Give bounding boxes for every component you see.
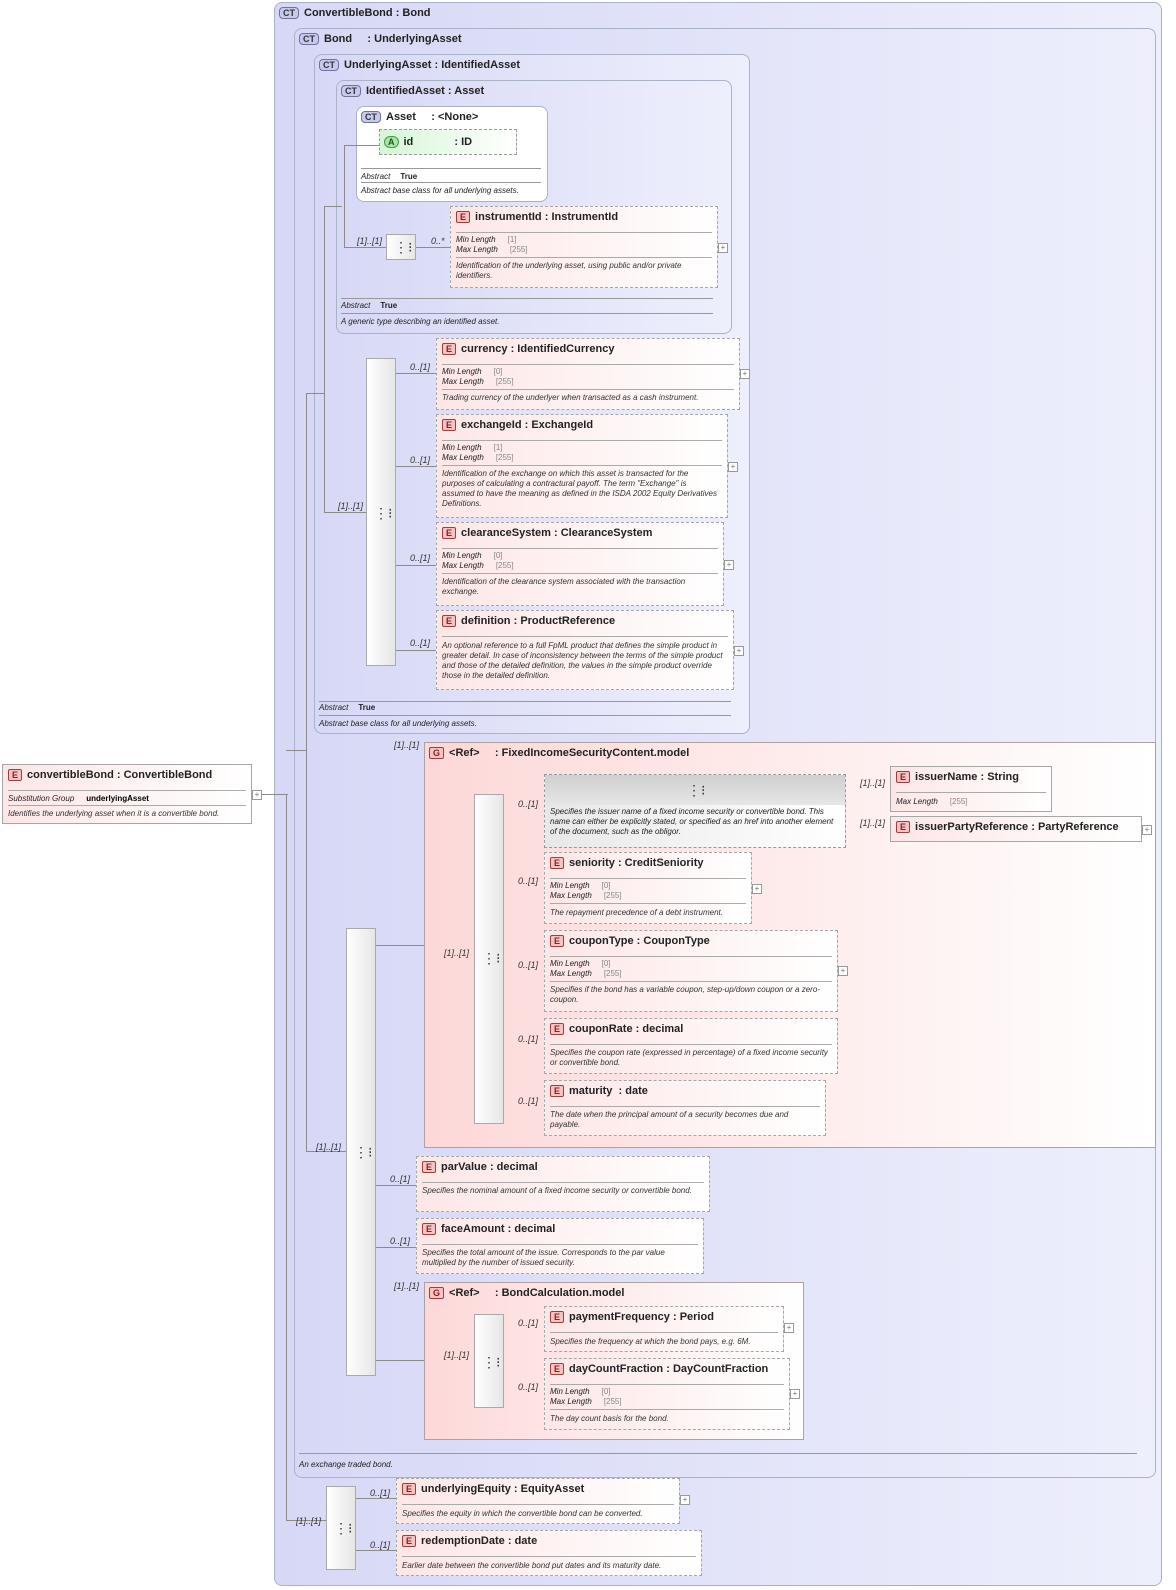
ct-base: IdentifiedAsset [441, 59, 521, 71]
expand-toggle[interactable]: + [252, 790, 262, 800]
sequence-fixed-income[interactable]: ⋮⁝ [474, 794, 504, 1124]
element-icon: E [550, 935, 565, 948]
expand-toggle[interactable]: + [752, 884, 762, 894]
sequence-icon: ⋮⁝ [482, 1354, 501, 1370]
ct-name: Bond [324, 33, 353, 45]
expand-toggle[interactable]: + [1142, 825, 1152, 835]
sequence-underlying[interactable]: ⋮⁝ [366, 358, 396, 666]
ct-base: Bond [402, 7, 431, 19]
sequence-icon: ⋮⁝ [394, 239, 413, 255]
ct-name: IdentifiedAsset [366, 85, 445, 97]
ct-doc: An exchange traded bond. [299, 1460, 393, 1469]
ct-base: UnderlyingAsset [374, 33, 462, 45]
complex-type-icon: CT [299, 33, 319, 46]
expand-toggle[interactable]: + [728, 462, 738, 472]
expand-toggle[interactable]: + [718, 243, 728, 253]
expand-toggle[interactable]: + [724, 560, 734, 570]
element-icon: E [422, 1223, 437, 1236]
complex-type-icon: CT [279, 7, 299, 20]
element-icon: E [422, 1161, 437, 1174]
element-icon: E [896, 771, 911, 784]
element-icon: E [8, 769, 23, 782]
element-icon: E [550, 1023, 565, 1036]
ct-doc: Abstract base class for all underlying a… [319, 719, 477, 728]
sequence-bond-calculation[interactable]: ⋮⁝ [474, 1314, 504, 1408]
element-icon: E [442, 527, 457, 540]
sequence-bond[interactable]: ⋮⁝ [346, 928, 376, 1376]
ct-doc: Abstract base class for all underlying a… [361, 186, 519, 195]
complex-type-icon: CT [341, 85, 361, 98]
ct-base: <None> [437, 111, 479, 123]
element-icon: E [442, 343, 457, 356]
element-icon: E [402, 1535, 417, 1548]
sequence-icon: ⋮⁝ [482, 950, 501, 966]
expand-toggle[interactable]: + [740, 369, 750, 379]
element-icon: E [442, 615, 457, 628]
sequence-identified[interactable]: ⋮⁝ [386, 234, 416, 260]
ct-base: Asset [454, 85, 485, 97]
element-icon: E [456, 211, 471, 224]
choice-issuer[interactable]: ⋮⁝ Specifies the issuer name of a fixed … [544, 774, 846, 848]
element-icon: E [402, 1483, 417, 1496]
complex-type-icon: CT [361, 111, 381, 124]
element-icon: E [442, 419, 457, 432]
group-icon: G [429, 747, 445, 760]
sequence-icon: ⋮⁝ [354, 1144, 373, 1160]
expand-toggle[interactable]: + [734, 646, 744, 656]
element-icon: E [550, 1363, 565, 1376]
sequence-convertible[interactable]: ⋮⁝ [326, 1486, 356, 1570]
ct-doc: A generic type describing an identified … [341, 317, 500, 326]
expand-toggle[interactable]: + [790, 1389, 800, 1399]
ct-name: ConvertibleBond [304, 7, 393, 19]
ct-name: Asset [386, 111, 416, 123]
element-icon: E [550, 1311, 565, 1324]
expand-toggle[interactable]: + [784, 1323, 794, 1333]
complex-type-icon: CT [319, 59, 339, 72]
ct-name: UnderlyingAsset [344, 59, 432, 71]
sequence-icon: ⋮⁝ [334, 1520, 353, 1536]
element-icon: E [550, 1085, 565, 1098]
element-icon: E [896, 821, 911, 834]
expand-toggle[interactable]: + [838, 966, 848, 976]
choice-icon: ⋮⁝ [687, 782, 706, 798]
element-icon: E [550, 857, 565, 870]
attribute-icon: A [384, 136, 399, 149]
group-icon: G [429, 1287, 445, 1300]
expand-toggle[interactable]: + [680, 1495, 690, 1505]
sequence-icon: ⋮⁝ [374, 505, 393, 521]
